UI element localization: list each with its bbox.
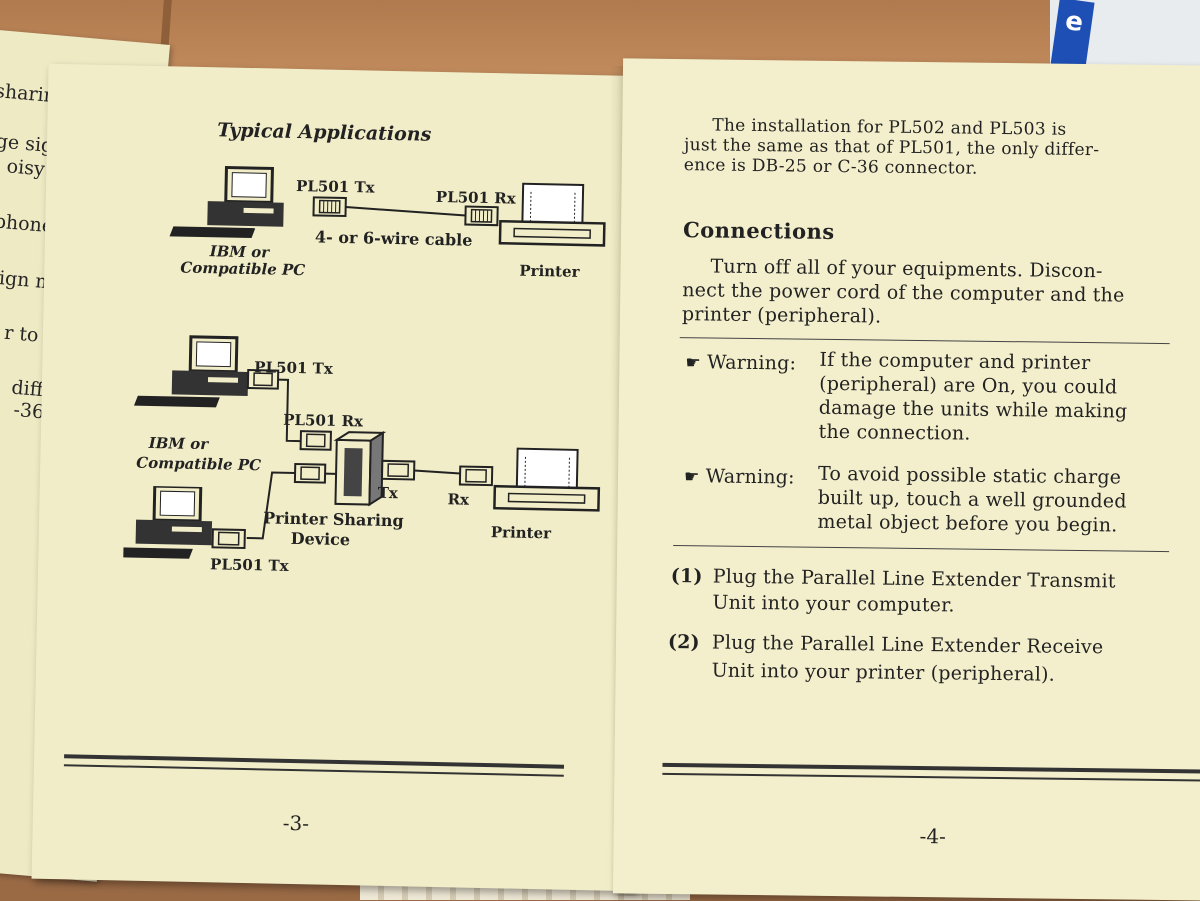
- step-1-number: (1): [671, 565, 703, 587]
- computer-icon: [134, 336, 249, 408]
- warning-1-line-3: damage the units while making: [819, 397, 1128, 423]
- diagram2-rx-label: PL501 Rx: [283, 411, 363, 431]
- diagram1-rx-label: PL501 Rx: [436, 188, 516, 208]
- diagram2-tx-label: Tx: [378, 484, 398, 502]
- warning-1-label: Warning:: [707, 351, 796, 374]
- warning-2-line-3: metal object before you begin.: [817, 511, 1117, 537]
- warning-1-line-2: (peripheral) are On, you could: [819, 373, 1117, 399]
- page-number-3: -3-: [283, 811, 310, 836]
- connector-icon: [313, 197, 345, 216]
- warning-top-rule: [680, 337, 1170, 344]
- connector-icon: [295, 464, 325, 483]
- connections-heading: Connections: [683, 217, 835, 244]
- computer-icon: [170, 166, 285, 238]
- connections-line-2: nect the power cord of the computer and …: [682, 279, 1124, 306]
- connector-icon: [460, 466, 492, 485]
- intro-line-3: ence is DB-25 or C-36 connector.: [684, 155, 978, 179]
- warning-1-line-4: the connection.: [818, 421, 970, 445]
- page-footer-rule: [662, 763, 1200, 782]
- printer-icon: [494, 448, 599, 510]
- manual-page-3: Typical Applications: [32, 64, 654, 891]
- connector-icon: [465, 207, 497, 226]
- warning-2-line-1: To avoid possible static charge: [818, 463, 1121, 489]
- diagram2-rx-small-label: Rx: [447, 490, 469, 508]
- warning-2-label: Warning:: [706, 465, 795, 488]
- diagram2-tx-top-label: PL501 Tx: [254, 358, 333, 378]
- connector-icon: [301, 431, 331, 450]
- diagram1-tx-label: PL501 Tx: [296, 177, 375, 197]
- manual-page-4: The installation for PL502 and PL503 is …: [613, 58, 1200, 900]
- diagram1-pc-label-line2: Compatible PC: [180, 259, 305, 280]
- hand-pointer-icon: ☛: [684, 467, 700, 487]
- printer-sharing-device-icon: [335, 432, 382, 505]
- cable-line: [414, 470, 460, 473]
- diagram1-cable-label: 4- or 6-wire cable: [315, 227, 473, 249]
- cable-line: [346, 207, 466, 216]
- diagram2-device-label-line2: Device: [291, 529, 351, 549]
- page-footer-rule: [64, 754, 564, 776]
- warning-bottom-rule: [673, 545, 1169, 552]
- step-2-line-1: Plug the Parallel Line Extender Receive: [712, 631, 1104, 658]
- step-2-number: (2): [668, 631, 700, 653]
- diagram2-printer-label: Printer: [491, 523, 552, 542]
- diagram2-pc-label-line2: Compatible PC: [136, 454, 261, 475]
- step-1-line-1: Plug the Parallel Line Extender Transmit: [713, 566, 1116, 593]
- step-2-line-2: Unit into your printer (peripheral).: [712, 659, 1056, 685]
- page-number-4: -4-: [919, 824, 946, 848]
- warning-1-line-1: If the computer and printer: [819, 349, 1090, 374]
- warning-2-line-2: built up, touch a well grounded: [818, 487, 1127, 513]
- diagram2-tx-bottom-label: PL501 Tx: [210, 555, 289, 575]
- connections-line-1: Turn off all of your equipments. Discon-: [710, 255, 1102, 282]
- diagram2-device-label-line1: Printer Sharing: [263, 508, 404, 530]
- diagram1-printer-label: Printer: [519, 262, 580, 281]
- step-1-line-2: Unit into your computer.: [712, 591, 954, 616]
- connections-line-3: printer (peripheral).: [682, 303, 882, 327]
- hand-pointer-icon: ☛: [685, 353, 701, 373]
- connector-icon: [210, 527, 250, 552]
- connector-icon: [382, 461, 414, 480]
- diagram2-pc-label-line1: IBM or: [148, 434, 208, 453]
- warning-2-label-row: ☛ Warning:: [684, 465, 795, 488]
- warning-1-label-row: ☛ Warning:: [685, 351, 796, 374]
